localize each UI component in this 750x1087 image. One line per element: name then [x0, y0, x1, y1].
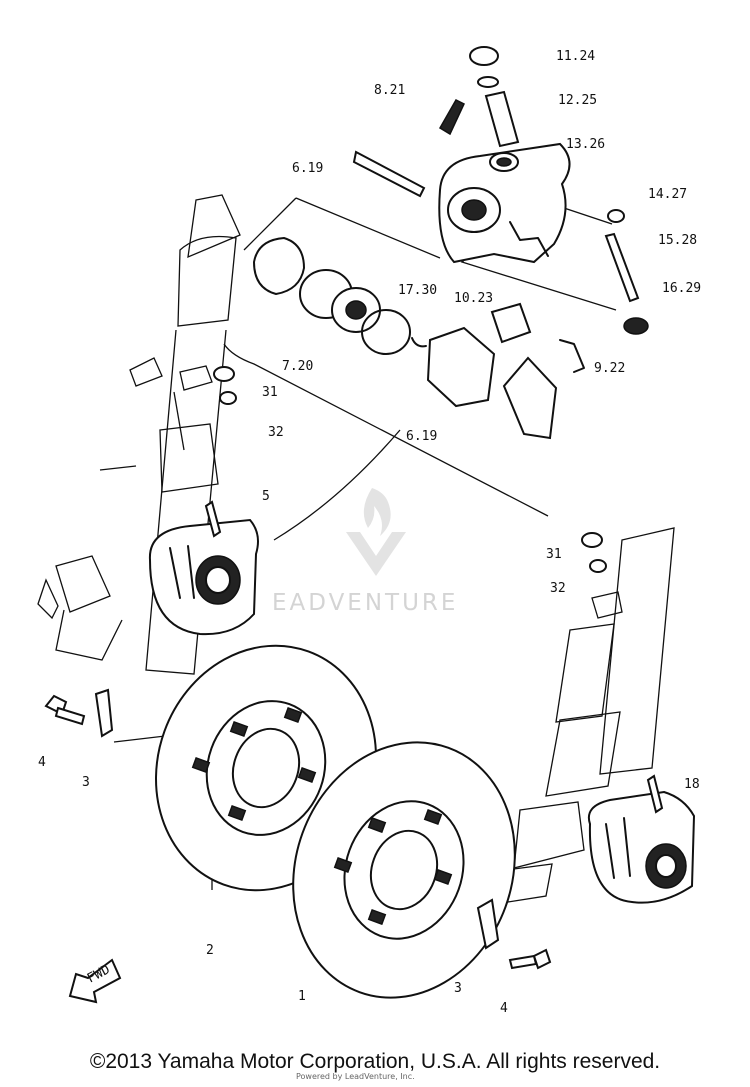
watermark-flame-icon — [363, 488, 391, 536]
left-small-parts — [213, 366, 237, 405]
right-small-parts — [581, 532, 607, 573]
exploded-parts-diagram: EADVENTURE — [37, 46, 701, 1016]
label-4-left: 4 — [38, 755, 46, 770]
label-6-19-pads: 6.19 — [406, 429, 437, 444]
copyright-notice: ©2013 Yamaha Motor Corporation, U.S.A. A… — [89, 1050, 661, 1073]
label-14-27: 14.27 — [648, 187, 687, 202]
powered-by-text: Powered by LeadVenture, Inc. — [296, 1072, 415, 1081]
label-17-30: 17.30 — [398, 283, 437, 298]
fwd-arrow-icon: FWD — [68, 958, 122, 1004]
right-fork-tube — [505, 527, 675, 903]
bolt-6-19 — [352, 150, 426, 198]
caliper-internals — [252, 236, 585, 440]
label-3-right: 3 — [454, 981, 462, 996]
label-32-right: 32 — [550, 581, 566, 596]
label-18: 18 — [684, 777, 700, 792]
nut-16-29 — [623, 317, 649, 335]
caliper-body-upper — [438, 142, 571, 264]
label-31-left: 31 — [262, 385, 278, 400]
label-10-23: 10.23 — [454, 291, 493, 306]
label-3-left: 3 — [82, 775, 90, 790]
label-8-21: 8.21 — [374, 83, 405, 98]
label-4-right: 4 — [500, 1001, 508, 1016]
disc-bolts — [44, 688, 552, 970]
label-13-26: 13.26 — [566, 137, 605, 152]
label-6-19-top: 6.19 — [292, 161, 323, 176]
sleeve-13-26 — [484, 90, 520, 148]
label-5: 5 — [262, 489, 270, 504]
bolt-15-28 — [604, 232, 640, 303]
label-7-20: 7.20 — [282, 359, 313, 374]
label-11-24: 11.24 — [556, 49, 595, 64]
label-31-right: 31 — [546, 547, 562, 562]
label-12-25: 12.25 — [558, 93, 597, 108]
cap-11-24 — [469, 46, 499, 66]
brake-disc-1 — [292, 741, 516, 999]
washer-12-25 — [477, 76, 499, 88]
watermark-text: EADVENTURE — [272, 590, 458, 616]
label-2: 2 — [206, 943, 214, 958]
label-16-29: 16.29 — [662, 281, 701, 296]
part-labels: 11.24 12.25 13.26 8.21 6.19 14.27 15.28 … — [38, 49, 701, 1016]
caliper-18 — [588, 774, 696, 904]
label-32-left: 32 — [268, 425, 284, 440]
left-fork-tube — [37, 194, 241, 675]
watermark: EADVENTURE — [272, 488, 458, 616]
upper-hardware — [352, 46, 649, 335]
label-15-28: 15.28 — [658, 233, 697, 248]
bleeder-8-21 — [438, 99, 465, 136]
label-1: 1 — [298, 989, 306, 1004]
label-9-22: 9.22 — [594, 361, 625, 376]
caliper-5 — [148, 500, 259, 636]
watermark-v-icon — [346, 532, 406, 576]
